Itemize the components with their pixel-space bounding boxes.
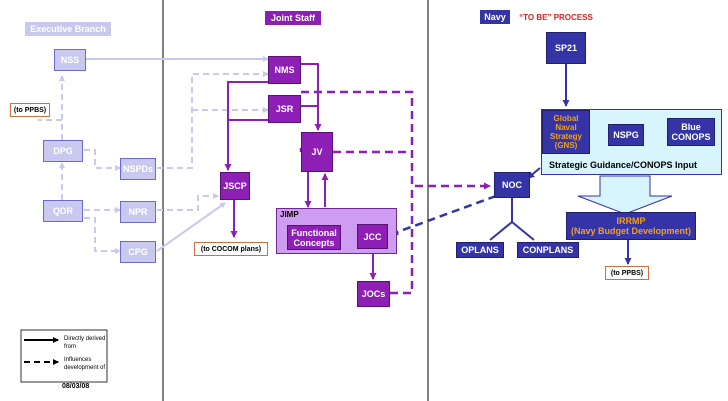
nspg-box: NSPG	[608, 124, 644, 146]
noc-to-conplans-line	[511, 221, 535, 241]
blue-conops-box: Blue CONOPS	[667, 118, 715, 146]
joint-staff-header: Joint Staff	[265, 11, 321, 25]
sp21-box: SP21	[546, 32, 586, 64]
strategic-to-noc-arrow	[527, 167, 541, 179]
jv-box: JV	[301, 132, 333, 172]
gns-box: Global Naval Strategy (GNS)	[542, 110, 590, 154]
jcc-box: JCC	[357, 224, 388, 249]
dpg-box: DPG	[43, 140, 83, 162]
qdr-box: QDR	[43, 200, 83, 222]
conplans-box: CONPLANS	[517, 242, 579, 258]
jv-to-noc-arrow	[301, 90, 491, 190]
navy-header: Navy	[480, 10, 510, 24]
noc-to-oplans-line	[489, 196, 513, 241]
npr-to-jscp-arrow	[157, 193, 219, 211]
jocs-to-noc-line	[390, 186, 414, 295]
legend-influences-label: Influences development of	[64, 357, 106, 371]
noc-box: NOC	[494, 172, 530, 198]
nspds-to-nms-arrow	[157, 71, 269, 169]
dpg-to-nspds-arrow	[84, 149, 121, 171]
to-ppbs-left-note: (to PPBS)	[10, 103, 50, 117]
nss-box: NSS	[54, 49, 86, 71]
jsr-box: JSR	[268, 95, 301, 123]
to-cocom-plans-note: (to COCOM plans)	[194, 242, 268, 256]
jocs-box: JOCs	[357, 281, 390, 307]
strategic-to-irrmp-block-arrow	[577, 175, 673, 215]
executive-branch-header: Executive Branch	[25, 22, 111, 36]
jimp-label: JIMP	[280, 210, 299, 219]
npr-box: NPR	[120, 201, 156, 223]
to-ppbs-right-note: (to PPBS)	[605, 266, 649, 280]
legend-directly-derived-label: Directly derived from	[64, 336, 106, 350]
oplans-box: OPLANS	[456, 242, 504, 258]
legend-box	[20, 329, 108, 383]
irrmp-box: IRRMP (Navy Budget Development)	[566, 212, 696, 240]
strategic-guidance-label: Strategic Guidance/CONOPS Input	[549, 160, 698, 170]
nspds-box: NSPDs	[120, 158, 156, 180]
nms-to-jv-arrow	[301, 63, 322, 131]
noc-to-jcc-arrow	[391, 194, 497, 236]
date-stamp: 08/03/08	[62, 383, 90, 390]
cpg-to-jscp-arrow	[156, 202, 226, 252]
functional-concepts-box: Functional Concepts	[287, 225, 341, 250]
cpg-box: CPG	[120, 241, 156, 263]
jscp-from-nms-line	[224, 81, 268, 171]
nms-box: NMS	[268, 56, 301, 84]
jscp-box: JSCP	[220, 172, 250, 200]
qdr-to-cpg-arrow	[84, 217, 121, 254]
to-be-process-header: “TO BE” PROCESS	[519, 12, 593, 22]
